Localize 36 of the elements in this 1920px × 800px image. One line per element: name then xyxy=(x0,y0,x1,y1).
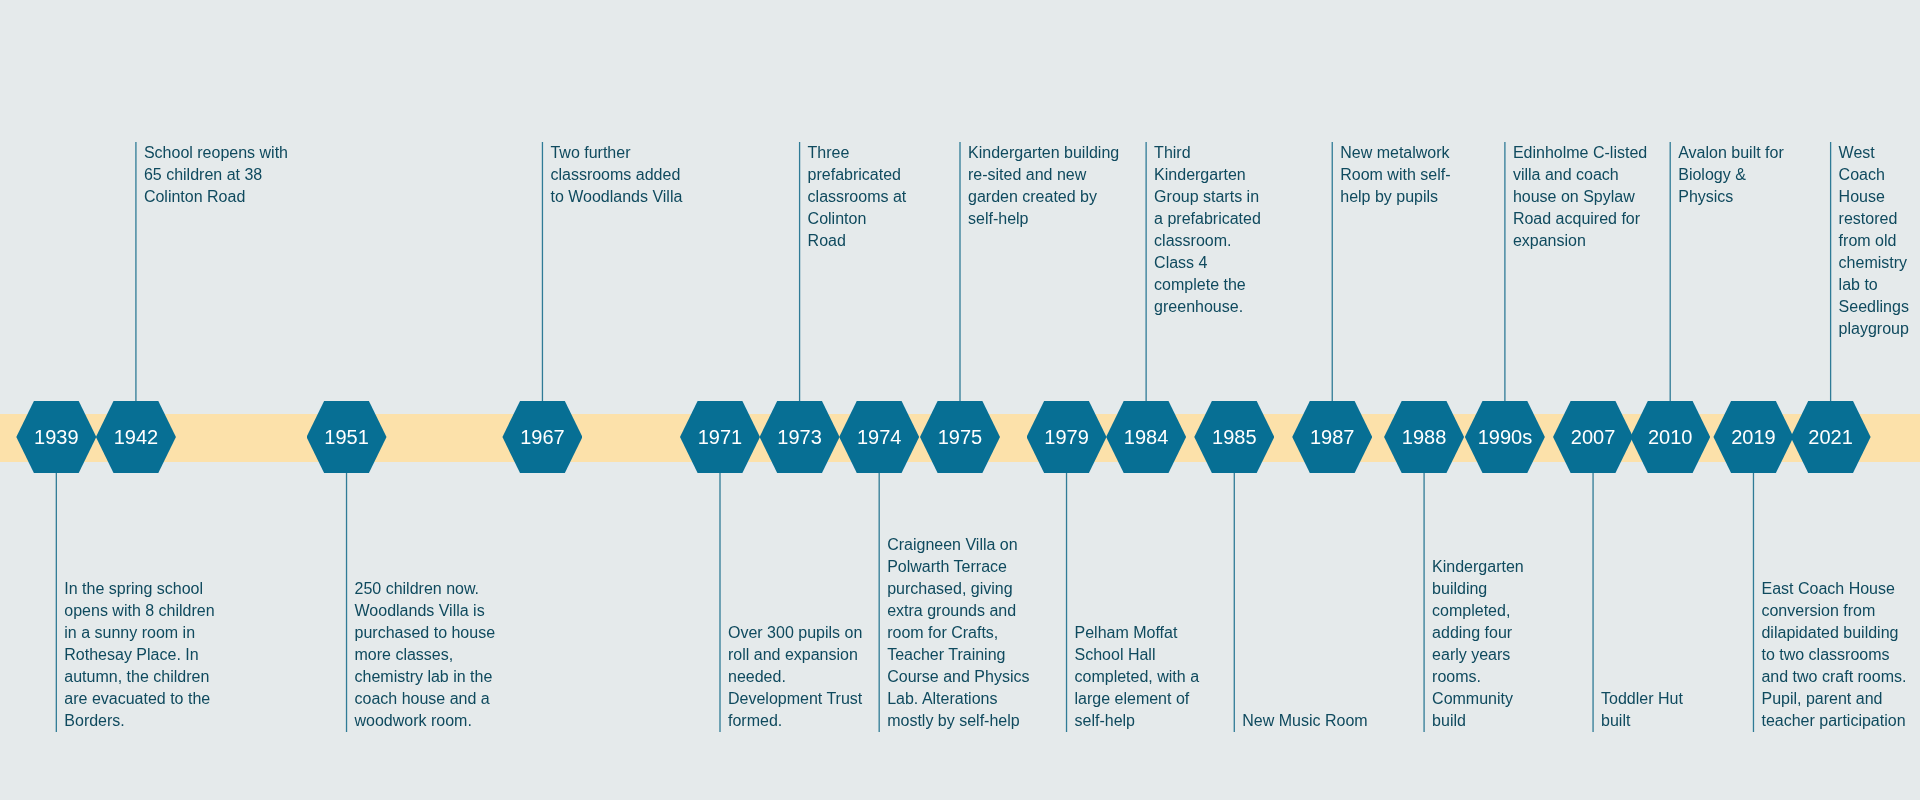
event-description: Kindergarten building re-sited and new garden created by self-help xyxy=(968,142,1128,230)
event-description: Two further classrooms added to Woodlands Villa xyxy=(550,142,686,208)
leader-line xyxy=(878,472,880,733)
leader-line xyxy=(1752,472,1755,733)
event-description: Three prefabricated classrooms at Colinton Road xyxy=(807,142,908,252)
leader-line xyxy=(1145,141,1147,402)
leader-line xyxy=(1829,141,1832,402)
event-description: In the spring school opens with 8 children in a sunny room in Rothesay Place. In autumn, the children are evacuated to the Borders. xyxy=(64,578,230,732)
event-description: Craigneen Villa on Polwarth Terrace purchased, giving extra grounds and room for Crafts, Teacher Training Course and Physics Lab. Alterations mostly by self-help xyxy=(887,534,1048,732)
leader-line xyxy=(1233,472,1235,733)
event-description: West Coach House restored from old chemistry lab to Seedlings playgroup xyxy=(1838,142,1920,340)
leader-line xyxy=(959,141,961,402)
event-description: East Coach House conversion from dilapidated building to two classrooms and two craft rooms. Pupil, parent and teacher participation xyxy=(1761,578,1912,732)
leader-line xyxy=(719,472,721,733)
event-description: Edinholme C-listed villa and coach house on Spylaw Road acquired for expansion xyxy=(1512,142,1653,252)
event-description: Toddler Hut built xyxy=(1601,688,1702,732)
leader-line xyxy=(798,141,801,402)
leader-line xyxy=(1504,141,1506,402)
event-description: Kindergarten building completed, adding four early years rooms. Community build xyxy=(1432,556,1533,732)
event-description: New metalwork Room with self-help by pupils xyxy=(1340,142,1466,208)
leader-line xyxy=(135,141,137,402)
event-description: Pelham Moffat School Hall completed, with a large element of self-help xyxy=(1074,622,1205,732)
leader-line xyxy=(1592,472,1594,733)
leader-line xyxy=(55,472,57,733)
event-description: New Music Room xyxy=(1242,710,1383,732)
event-description: School reopens with 65 children at 38 Colinton Road xyxy=(143,142,304,208)
event-description: Avalon built for Biology & Physics xyxy=(1678,142,1789,208)
leader-line xyxy=(1065,472,1068,733)
event-description: Over 300 pupils on roll and expansion needed. Development Trust formed. xyxy=(728,622,878,732)
leader-line xyxy=(1669,141,1671,402)
leader-line xyxy=(1331,141,1333,402)
leader-line xyxy=(345,472,348,733)
leader-line xyxy=(541,141,544,402)
event-description: 250 children now. Woodlands Villa is purchased to house more classes, chemistry lab in the coach house and a woodwork room. xyxy=(354,578,515,732)
event-description: Third Kindergarten Group starts in a prefabricated classroom. Class 4 complete the greenhouse. xyxy=(1154,142,1265,318)
leader-line xyxy=(1423,472,1425,733)
